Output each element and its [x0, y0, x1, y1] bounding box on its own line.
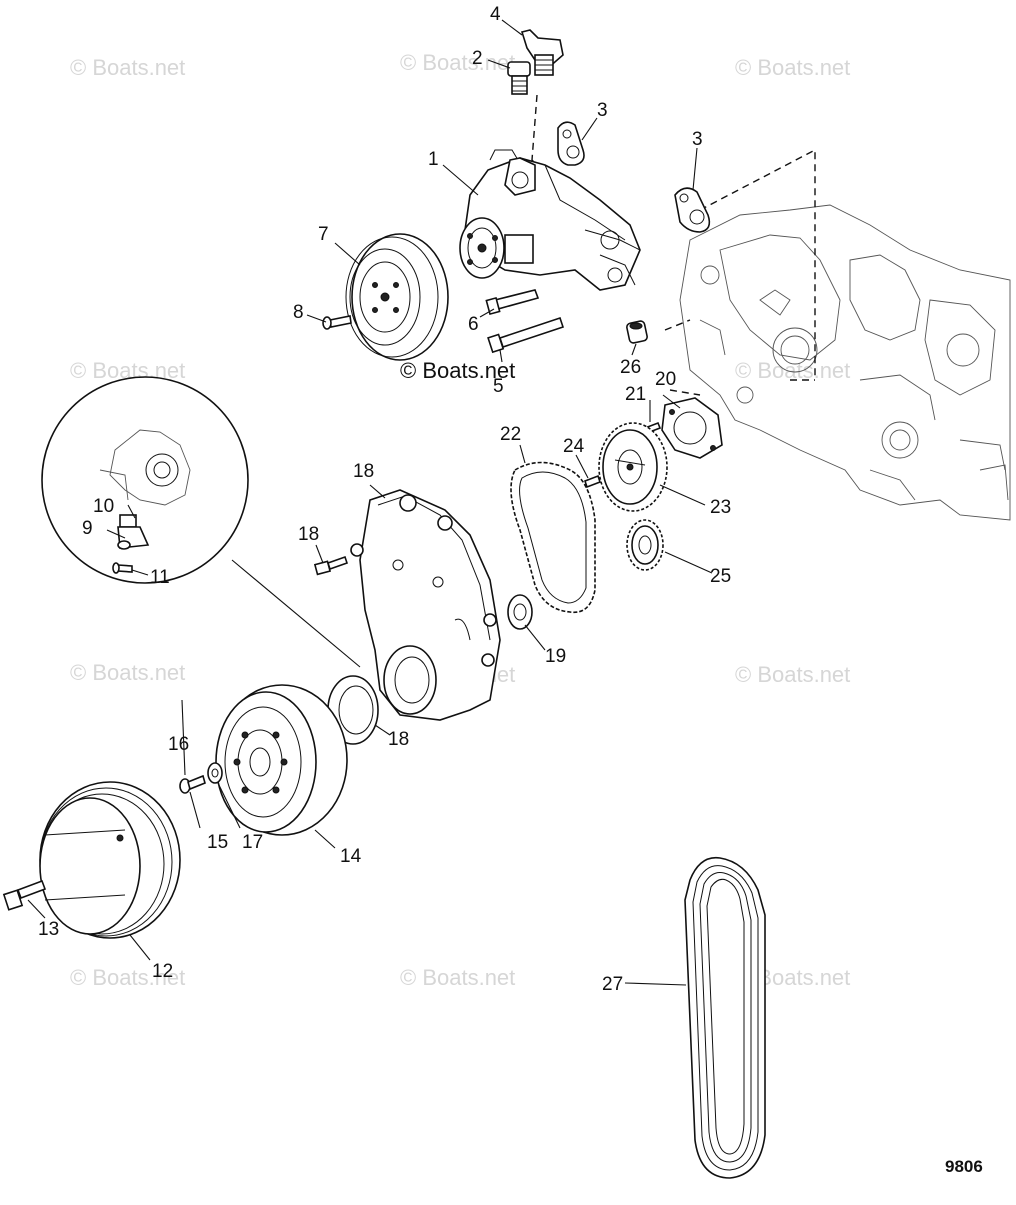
elbow-fitting [520, 29, 564, 76]
bolt-5 [487, 316, 565, 354]
callout-14: 14 [340, 846, 362, 867]
gasket-upper [557, 121, 585, 166]
front-cover [350, 489, 501, 721]
callout-2: 2 [472, 48, 483, 69]
bolt-13 [2, 879, 47, 911]
watermark: © Boats.net [735, 358, 850, 383]
callout-18: 18 [353, 461, 374, 482]
assembly-dashed-lines [531, 94, 816, 396]
serpentine-belt-27 [684, 856, 766, 1179]
callouts: 4 2 3 3 1 7 8 6 5 26 20 21 22 24 23 25 1… [38, 4, 731, 995]
timing-chain-22 [510, 461, 596, 614]
figure-number: 9806 [945, 1157, 983, 1176]
callout-18: 18 [298, 524, 319, 545]
callout-11: 11 [150, 567, 170, 588]
gasket-right [674, 187, 711, 233]
cam-sprocket-23 [598, 422, 668, 512]
callout-13: 13 [38, 919, 59, 940]
watermark: © Boats.net [70, 55, 185, 80]
callout-26: 26 [620, 357, 641, 378]
callout-10: 10 [93, 496, 114, 517]
bolt-18 [313, 555, 349, 576]
callout-6: 6 [468, 314, 479, 335]
watermarks: © Boats.net © Boats.net © Boats.net © Bo… [70, 50, 850, 990]
watermark-center: © Boats.net [400, 358, 515, 383]
crank-sprocket-25 [626, 519, 664, 571]
sensor-inset [41, 376, 249, 584]
drain-plug [507, 61, 531, 95]
callout-24: 24 [563, 436, 585, 457]
callout-7: 7 [318, 224, 329, 245]
dowel-26 [626, 320, 648, 344]
harmonic-balancer-14 [215, 684, 348, 836]
callout-3: 3 [597, 100, 608, 121]
callout-20: 20 [655, 369, 676, 390]
watermark: © Boats.net [735, 662, 850, 687]
callout-27: 27 [602, 974, 623, 995]
callout-23: 23 [710, 497, 731, 518]
watermark: © Boats.net [70, 965, 185, 990]
thrust-plate-20 [661, 397, 723, 459]
inset-pointer-line [231, 559, 361, 668]
water-pump [459, 149, 641, 291]
bolt-6 [485, 289, 540, 316]
callout-15: 15 [207, 832, 228, 853]
callout-22: 22 [500, 424, 521, 445]
callout-19: 19 [545, 646, 566, 667]
callout-12: 12 [152, 961, 173, 982]
oil-slinger-19 [507, 594, 533, 630]
callout-16: 16 [168, 734, 189, 755]
callout-8: 8 [293, 302, 304, 323]
watermark: © Boats.net [735, 55, 850, 80]
watermark: © Boats.net [70, 660, 185, 685]
callout-4: 4 [490, 4, 501, 25]
crankshaft-pulley-12 [39, 781, 181, 939]
callout-18: 18 [388, 729, 409, 750]
bolt-15 [179, 774, 206, 794]
watermark: © Boats.net [400, 965, 515, 990]
callout-25: 25 [710, 566, 731, 587]
engine-block-illustration [679, 204, 1011, 521]
callout-21: 21 [625, 384, 646, 405]
callout-3: 3 [692, 129, 703, 150]
bolt-24 [583, 474, 602, 489]
callout-17: 17 [242, 832, 263, 853]
watermark: © Boats.net [400, 50, 515, 75]
bolt-8 [322, 315, 352, 330]
callout-9: 9 [82, 518, 93, 539]
sensor-bracket [119, 514, 137, 528]
leader-lines [27, 19, 713, 986]
callout-5: 5 [493, 376, 504, 397]
washer-17 [207, 762, 223, 784]
callout-1: 1 [428, 149, 439, 170]
water-pump-pulley [345, 233, 449, 361]
